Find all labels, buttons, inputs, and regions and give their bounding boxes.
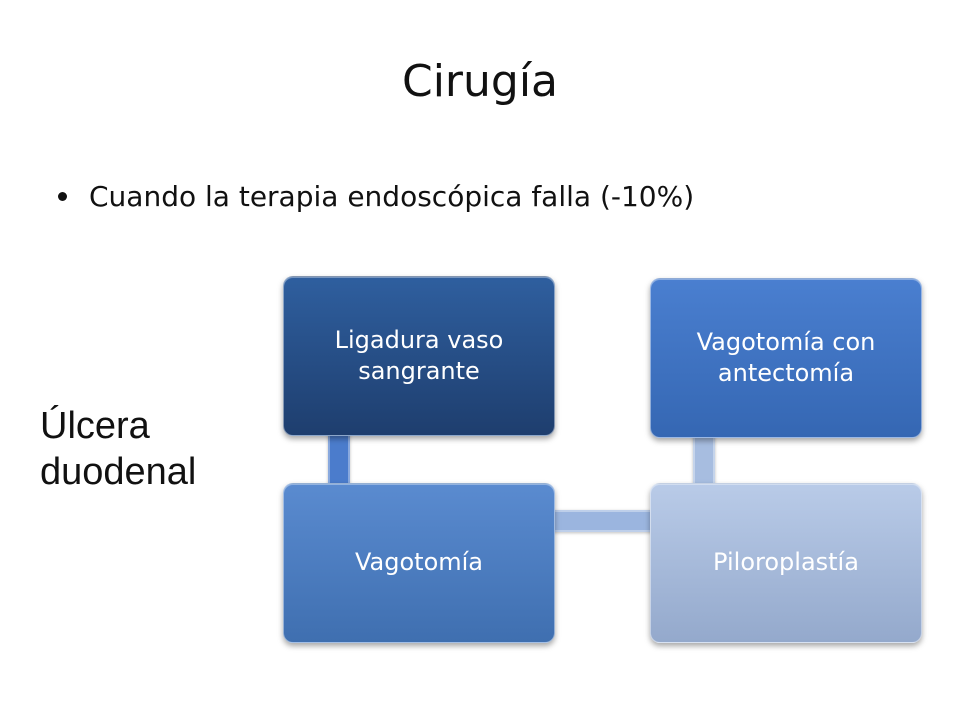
- diagram-box-vagotomia-antectomia: Vagotomía con antectomía: [650, 278, 922, 438]
- diagram-box-piloroplastia: Piloroplastía: [650, 483, 922, 643]
- bullet-item: Cuando la terapia endoscópica falla (-10…: [58, 180, 694, 214]
- connector-vagotomia-piloroplastia: [550, 510, 655, 532]
- side-label: Úlcera duodenal: [40, 405, 197, 493]
- slide-title: Cirugía: [401, 56, 559, 107]
- bullet-dot-icon: [58, 191, 67, 201]
- connector-ligadura-vagotomia: [328, 430, 350, 490]
- diagram-box-ligadura: Ligadura vaso sangrante: [283, 276, 555, 436]
- connector-piloroplastia-antectomia: [693, 430, 715, 490]
- diagram-box-label: Piloroplastía: [713, 548, 859, 577]
- diagram-box-label: Ligadura vaso sangrante: [334, 325, 504, 385]
- diagram-box-vagotomia: Vagotomía: [283, 483, 555, 643]
- bullet-text: Cuando la terapia endoscópica falla (-10…: [89, 180, 695, 213]
- diagram-box-label: Vagotomía con antectomía: [696, 327, 876, 387]
- diagram-box-label: Vagotomía: [354, 548, 484, 577]
